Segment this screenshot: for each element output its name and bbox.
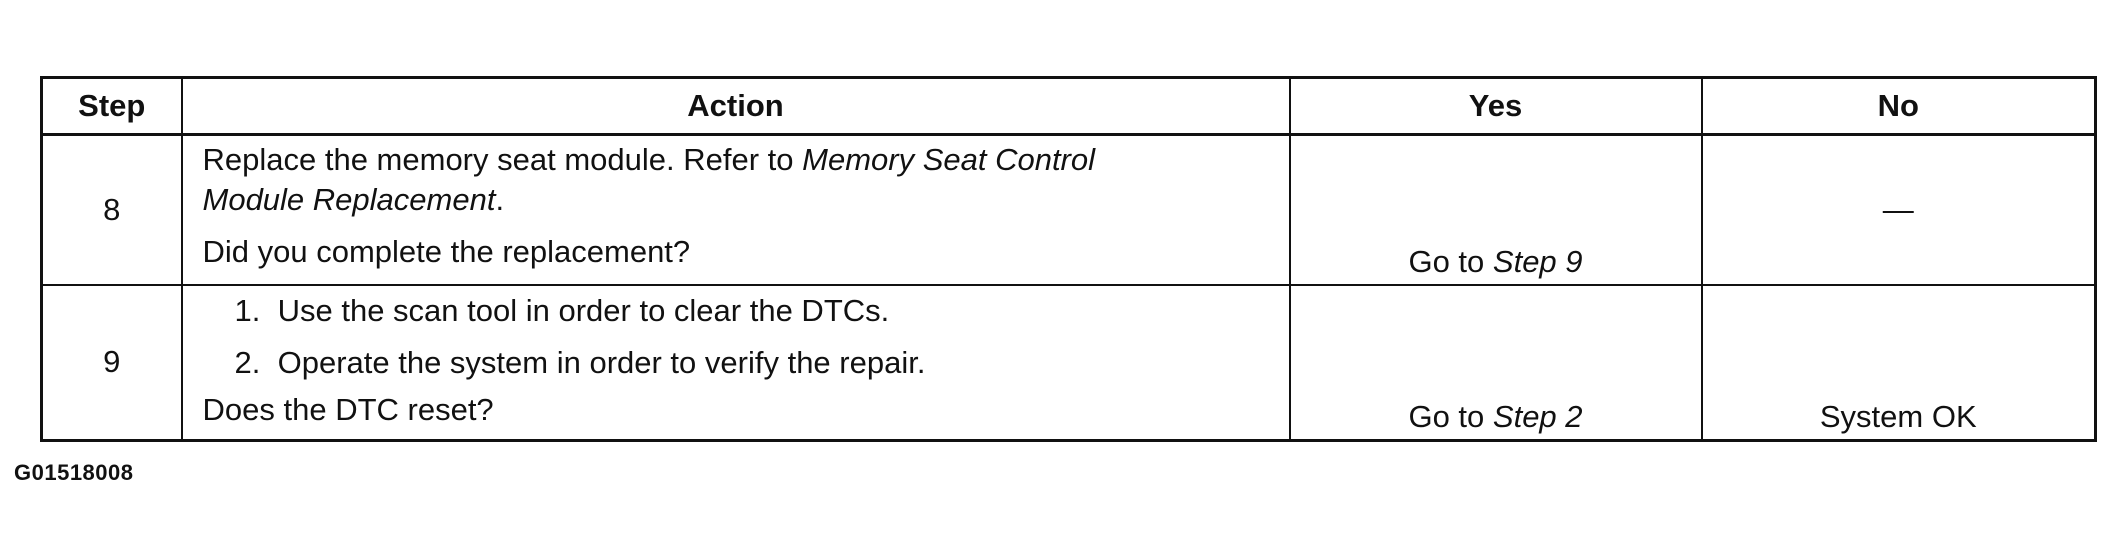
no-dash: — <box>1882 191 1914 227</box>
list-item: 2. Operate the system in order to verify… <box>203 336 1279 390</box>
no-cell: System OK <box>1700 283 2097 442</box>
header-step: Step <box>40 76 183 136</box>
list-item-number: 1. <box>234 292 261 328</box>
action-instruction: Replace the memory seat module. Refer to… <box>203 140 1279 180</box>
step-number: 8 <box>40 133 183 286</box>
yes-prefix: Go to <box>1408 399 1493 434</box>
figure-id: G01518008 <box>14 460 134 485</box>
header-no: No <box>1700 76 2097 136</box>
diagnostic-table: Step Action Yes No 8 Replace the memory … <box>40 76 2097 442</box>
yes-step-ref: Step 9 <box>1492 243 1583 279</box>
list-item-text: Use the scan tool in order to clear the … <box>277 292 890 328</box>
table-row: 9 1. Use the scan tool in order to clear… <box>40 283 2097 442</box>
header-yes: Yes <box>1288 76 1703 136</box>
list-item-number: 2. <box>234 344 261 380</box>
table-row: 8 Replace the memory seat module. Refer … <box>40 133 2097 286</box>
action-cell: 1. Use the scan tool in order to clear t… <box>180 283 1291 442</box>
step-number: 9 <box>40 283 183 442</box>
no-cell: — <box>1700 133 2097 286</box>
action-question: Did you complete the replacement? <box>202 234 691 269</box>
reference-link-text-cont: Module Replacement <box>202 182 496 217</box>
list-item: 1. Use the scan tool in order to clear t… <box>203 286 1279 336</box>
action-cell: Replace the memory seat module. Refer to… <box>180 133 1291 286</box>
header-action: Action <box>180 76 1291 136</box>
reference-link-text: Memory Seat Control <box>802 142 1096 177</box>
yes-prefix: Go to <box>1408 243 1493 279</box>
yes-step-ref: Step 2 <box>1492 399 1583 434</box>
yes-cell: Go to Step 9 <box>1288 133 1703 286</box>
yes-cell: Go to Step 2 <box>1288 283 1703 442</box>
action-question: Does the DTC reset? <box>202 391 494 427</box>
action-text-end: . <box>495 182 505 217</box>
table-header-row: Step Action Yes No <box>40 76 2097 136</box>
list-item-text: Operate the system in order to verify th… <box>277 344 926 380</box>
no-result: System OK <box>1819 399 1977 434</box>
action-text: Replace the memory seat module. Refer to <box>202 142 803 177</box>
action-instruction-cont: Module Replacement. <box>203 180 1279 220</box>
